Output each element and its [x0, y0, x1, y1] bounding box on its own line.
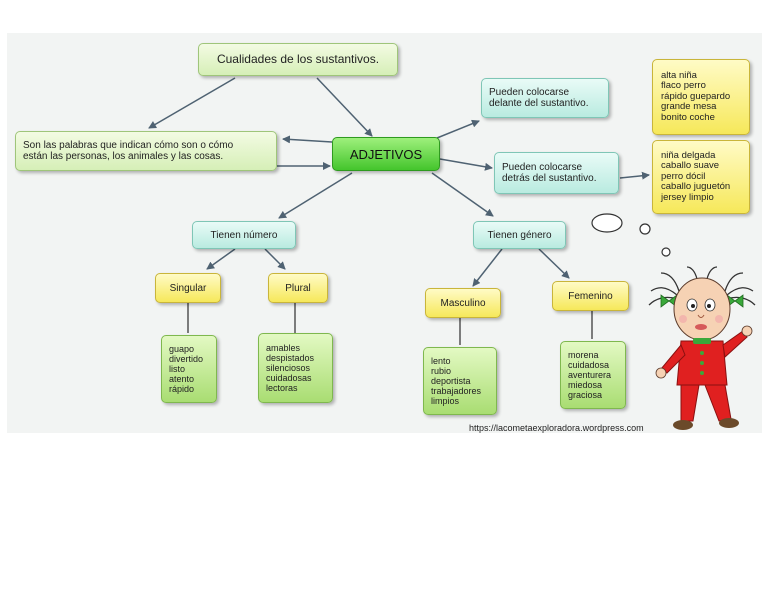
girl-collar: [693, 338, 711, 344]
definition-line-1: Son las palabras que indican cómo son o …: [23, 140, 234, 151]
connector-arrows: [148, 77, 671, 345]
arrow-top-to-central: [316, 77, 373, 137]
arrow-after-to-examples: [619, 171, 650, 180]
example-after-item: caballo juguetón: [661, 181, 731, 193]
example-before-item: rápido guepardo: [661, 90, 731, 102]
plural-example-item: despistados: [266, 353, 315, 363]
examples-after-box: niña delgada caballo suave perro dócil c…: [652, 140, 750, 214]
singular-examples-box: guapo divertido listo atento rápido: [161, 335, 217, 403]
masculine-example-item: trabajadores: [431, 386, 482, 396]
placement-before-line-1: Pueden colocarse: [489, 87, 570, 98]
gender-node: Tienen género: [473, 221, 566, 249]
plural-example-item: silenciosos: [266, 363, 311, 373]
placement-before-node: Pueden colocarse delante del sustantivo.: [481, 78, 609, 118]
adjetivos-node: ADJETIVOS: [332, 137, 440, 171]
example-before-item: bonito coche: [661, 111, 715, 123]
source-credit: https://lacometaexploradora.wordpress.co…: [469, 423, 644, 433]
thought-bubble-medium: [639, 223, 651, 235]
plural-examples-box: amables despistados silenciosos cuidados…: [258, 333, 333, 403]
girl-right-shoe: [719, 418, 739, 428]
arrow-central-to-before: [436, 119, 480, 139]
number-node: Tienen número: [192, 221, 296, 249]
feminine-example-item: morena: [568, 350, 599, 360]
qualities-text: Cualidades de los sustantivos.: [216, 52, 380, 66]
plural-example-item: lectoras: [266, 383, 298, 393]
arrow-central-to-after: [439, 158, 493, 171]
thought-bubble-small: [661, 247, 671, 257]
singular-example-item: guapo: [169, 344, 195, 354]
singular-example-item: divertido: [169, 354, 204, 364]
example-before-item: grande mesa: [661, 101, 717, 113]
cartoon-girl-illustration: [648, 266, 756, 430]
masculine-example-item: lento: [431, 356, 451, 366]
girl-left-hand: [655, 367, 667, 379]
masculine-examples-box: lento rubio deportista trabajadores limp…: [423, 347, 497, 415]
example-after-item: caballo suave: [661, 160, 720, 172]
number-text: Tienen número: [210, 229, 278, 241]
masculine-text: Masculino: [440, 297, 486, 309]
adjetivos-text: ADJETIVOS: [349, 146, 423, 162]
gender-text: Tienen género: [487, 229, 552, 241]
feminine-node: Femenino: [552, 281, 629, 311]
example-before-item: flaco perro: [661, 80, 706, 92]
arrow-number-to-singular: [206, 248, 236, 270]
arrow-number-to-plural: [264, 248, 286, 270]
singular-text: Singular: [169, 282, 207, 294]
feminine-examples-box: morena cuidadosa aventurera miedosa grac…: [560, 341, 626, 409]
arrow-gender-to-masculine: [472, 248, 503, 287]
examples-before-box: alta niña flaco perro rápido guepardo gr…: [652, 59, 750, 135]
girl-right-hand: [741, 325, 753, 337]
definition-line-2: están las personas, los animales y las c…: [23, 151, 224, 162]
masculine-example-item: deportista: [431, 376, 471, 386]
thought-bubble-large: [591, 213, 623, 233]
arrow-gender-to-feminine: [538, 248, 570, 279]
masculine-example-item: rubio: [431, 366, 452, 376]
placement-after-line-1: Pueden colocarse: [502, 162, 583, 173]
singular-node: Singular: [155, 273, 221, 303]
girl-right-arm: [722, 330, 748, 358]
placement-after-node: Pueden colocarse detrás del sustantivo.: [494, 152, 619, 194]
placement-before-line-2: delante del sustantivo.: [489, 98, 589, 109]
girl-buttons: [700, 351, 704, 375]
arrow-central-to-number: [278, 172, 353, 219]
singular-example-item: rápido: [169, 384, 195, 394]
plural-example-item: amables: [266, 343, 301, 353]
example-after-item: niña delgada: [661, 149, 716, 161]
masculine-node: Masculino: [425, 288, 501, 318]
feminine-text: Femenino: [568, 290, 613, 302]
arrow-central-to-gender: [431, 172, 494, 217]
plural-text: Plural: [285, 282, 311, 294]
arrow-central-to-definition: [282, 135, 333, 144]
singular-example-item: atento: [169, 374, 195, 384]
feminine-example-item: miedosa: [568, 380, 603, 390]
plural-example-item: cuidadosas: [266, 373, 312, 383]
arrow-top-to-definition: [148, 77, 236, 129]
feminine-example-item: graciosa: [568, 390, 603, 400]
girl-left-shoe: [673, 420, 693, 430]
girl-right-leg: [704, 384, 732, 422]
singular-example-item: listo: [169, 364, 186, 374]
plural-node: Plural: [268, 273, 328, 303]
girl-left-arm: [660, 344, 686, 374]
qualities-node: Cualidades de los sustantivos.: [198, 43, 398, 76]
feminine-example-item: aventurera: [568, 370, 612, 380]
girl-left-leg: [680, 384, 700, 422]
definition-node: Son las palabras que indican cómo son o …: [15, 131, 277, 171]
example-after-item: jersey limpio: [661, 191, 714, 203]
example-before-item: alta niña: [661, 69, 697, 81]
example-after-item: perro dócil: [661, 170, 706, 182]
girl-face: [679, 298, 723, 330]
placement-after-line-2: detrás del sustantivo.: [502, 173, 597, 184]
concept-map: Cualidades de los sustantivos. Son las p…: [7, 33, 762, 433]
girl-head: [673, 277, 731, 341]
masculine-example-item: limpios: [431, 396, 460, 406]
feminine-example-item: cuidadosa: [568, 360, 610, 370]
